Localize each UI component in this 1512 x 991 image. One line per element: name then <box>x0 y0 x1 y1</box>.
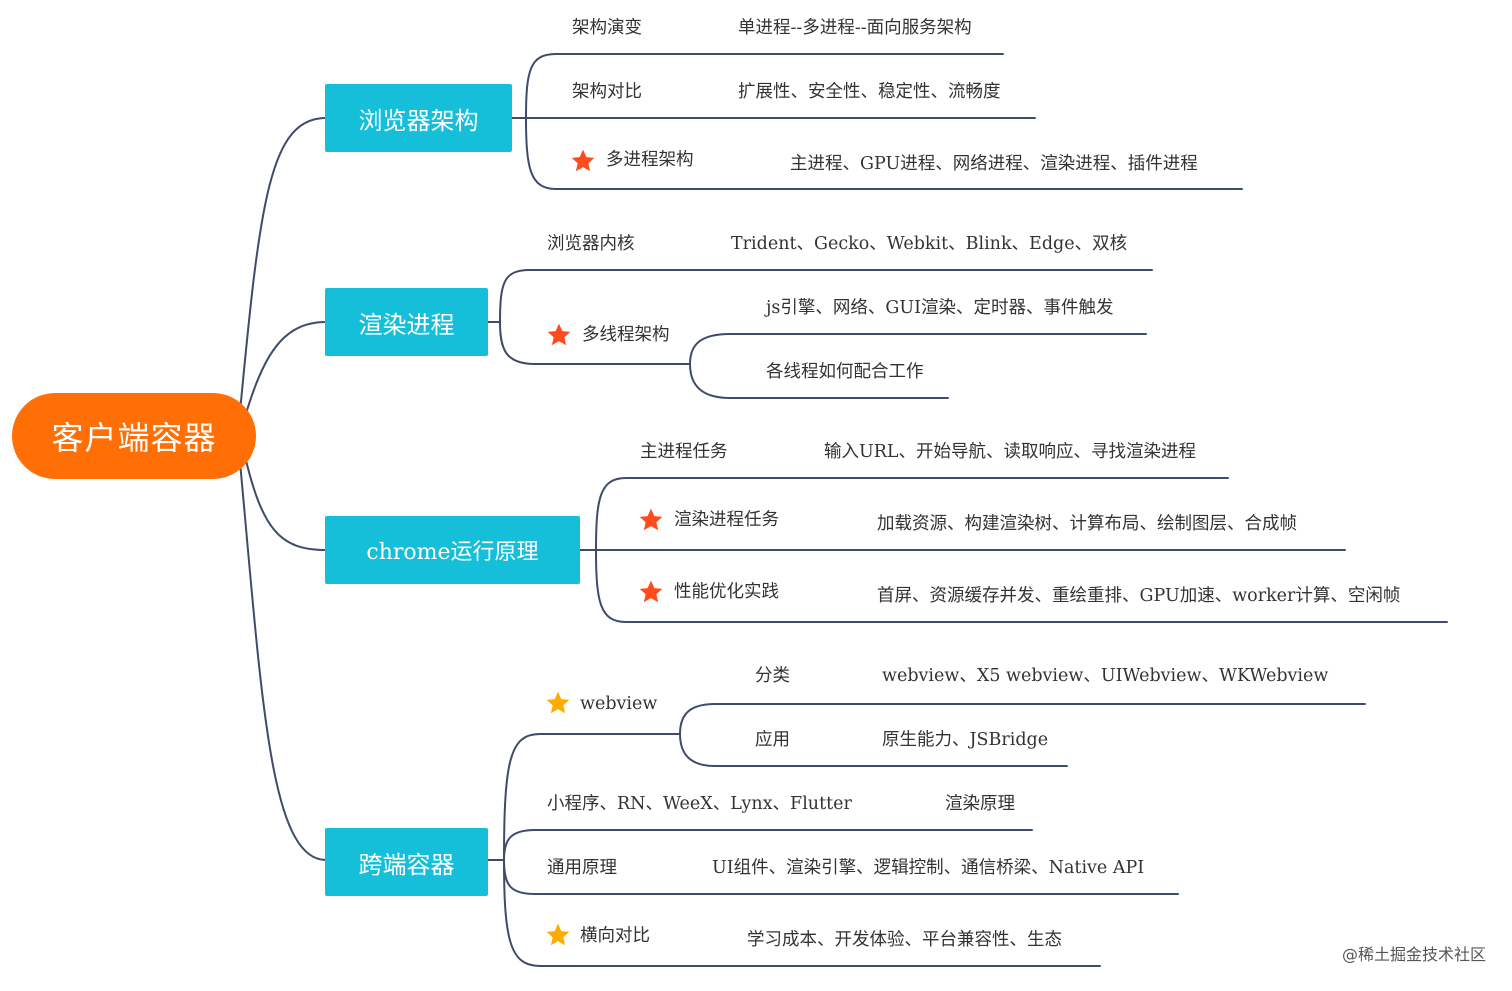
branch-chrome-principle[interactable]: chrome运行原理 <box>325 516 580 584</box>
star-icon <box>639 508 663 531</box>
webview-application-label: 应用 <box>755 730 790 750</box>
main-process-task-detail: 输入URL、开始导航、读取响应、寻找渲染进程 <box>824 442 1197 462</box>
star-icon <box>546 691 570 714</box>
general-principle-detail: UI组件、渲染引擎、逻辑控制、通信桥梁、Native API <box>712 858 1145 878</box>
multiprocess-arch-detail: 主进程、GPU进程、网络进程、渲染进程、插件进程 <box>790 154 1198 174</box>
webview-application-detail: 原生能力、JSBridge <box>882 730 1049 750</box>
horizontal-compare-detail: 学习成本、开发体验、平台兼容性、生态 <box>747 930 1062 950</box>
branch-browser-architecture[interactable]: 浏览器架构 <box>325 84 512 152</box>
arch-compare-detail: 扩展性、安全性、稳定性、流畅度 <box>738 82 1001 102</box>
webview-category-label: 分类 <box>755 666 790 686</box>
watermark: @稀土掘金技术社区 <box>1341 945 1486 964</box>
branch-render-process[interactable]: 渲染进程 <box>325 288 488 356</box>
star-icon <box>639 580 663 603</box>
general-principle-label: 通用原理 <box>547 858 617 878</box>
root-node[interactable]: 客户端容器 <box>12 393 256 479</box>
branch-cross-container[interactable]: 跨端容器 <box>325 828 488 896</box>
arch-evolution-label: 架构演变 <box>572 18 642 38</box>
arch-evolution-detail: 单进程--多进程--面向服务架构 <box>738 18 972 38</box>
browser-kernel-label: 浏览器内核 <box>547 234 635 254</box>
frameworks-detail: 渲染原理 <box>945 794 1015 814</box>
perf-optimization-label: 性能优化实践 <box>674 582 779 602</box>
multiprocess-arch-label: 多进程架构 <box>606 150 694 170</box>
multithread-detail-2: 各线程如何配合工作 <box>766 362 924 382</box>
arch-compare-label: 架构对比 <box>572 82 642 102</box>
main-process-task-label: 主进程任务 <box>640 442 728 462</box>
perf-optimization-detail: 首屏、资源缓存并发、重绘重排、GPU加速、worker计算、空闲帧 <box>877 586 1401 606</box>
render-process-task-label: 渲染进程任务 <box>674 510 779 530</box>
browser-kernel-detail: Trident、Gecko、Webkit、Blink、Edge、双核 <box>731 234 1128 254</box>
multithread-detail-1: js引擎、网络、GUI渲染、定时器、事件触发 <box>766 298 1114 318</box>
star-icon <box>546 923 570 946</box>
star-icon <box>547 323 571 346</box>
webview-category-detail: webview、X5 webview、UIWebview、WKWebview <box>882 666 1329 686</box>
frameworks-label: 小程序、RN、WeeX、Lynx、Flutter <box>547 794 852 814</box>
render-process-task-detail: 加载资源、构建渲染树、计算布局、绘制图层、合成帧 <box>877 514 1297 534</box>
star-icon <box>571 149 595 172</box>
multithread-arch-label: 多线程架构 <box>582 325 670 345</box>
horizontal-compare-label: 横向对比 <box>580 926 650 946</box>
webview-label: webview <box>580 694 658 714</box>
